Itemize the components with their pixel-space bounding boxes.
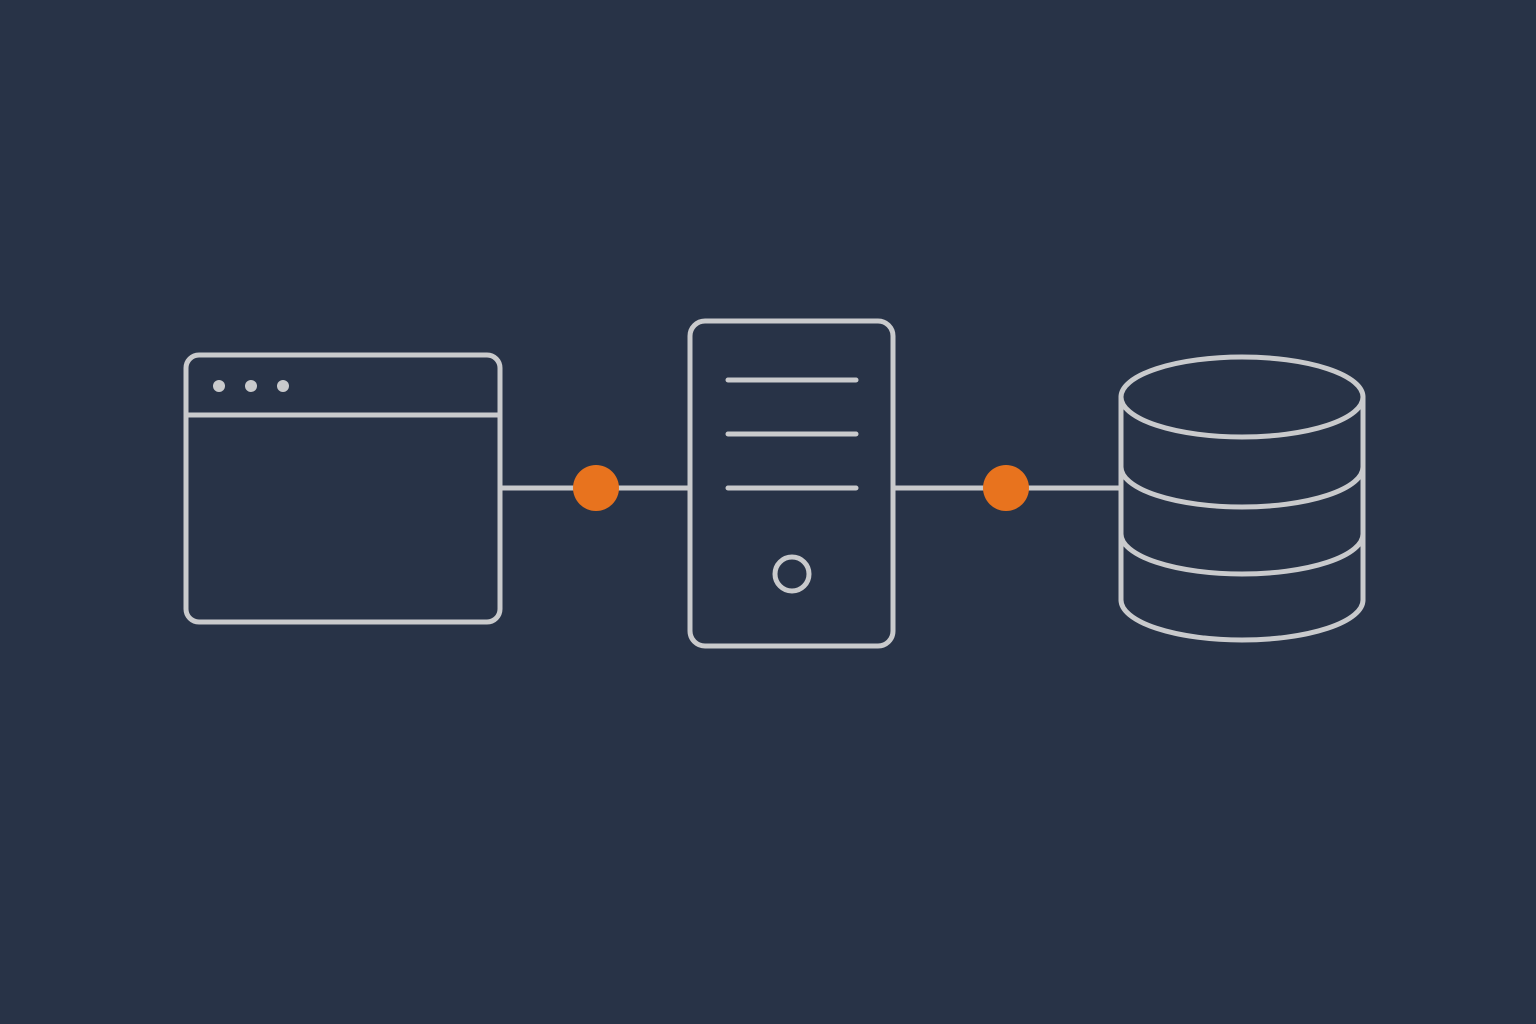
connector-node-dot bbox=[573, 465, 619, 511]
database-icon bbox=[1118, 354, 1366, 643]
server-case bbox=[687, 318, 896, 649]
server-power-button-icon bbox=[772, 554, 812, 594]
server-icon bbox=[687, 318, 896, 649]
browser-window-icon bbox=[183, 352, 503, 625]
browser-dot-icon bbox=[245, 380, 257, 392]
database-bottom-arc bbox=[1118, 597, 1366, 643]
database-tier-arc bbox=[1118, 531, 1366, 577]
database-tier-arc bbox=[1118, 464, 1366, 510]
browser-dot-icon bbox=[213, 380, 225, 392]
connector-node-dot bbox=[983, 465, 1029, 511]
browser-dot-icon bbox=[277, 380, 289, 392]
browser-frame bbox=[183, 352, 503, 625]
